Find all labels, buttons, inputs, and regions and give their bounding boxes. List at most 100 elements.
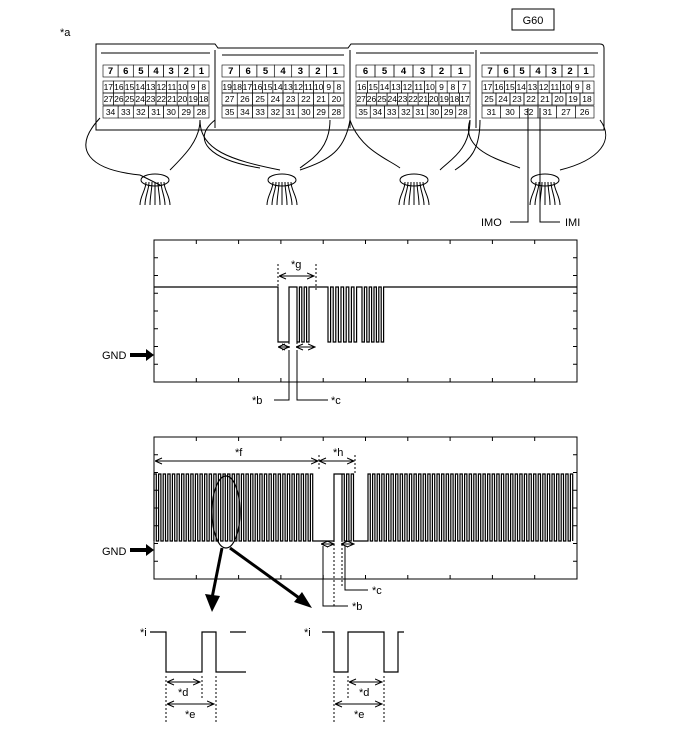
connector-pin-number: 7 bbox=[462, 82, 467, 92]
connector-pin-number: 15 bbox=[368, 82, 378, 92]
detail-right-e-label: *e bbox=[354, 709, 364, 721]
connector-pin-number: 11 bbox=[167, 82, 176, 92]
connector-pin-number: 2 bbox=[567, 66, 572, 77]
detail-left-d-label: *d bbox=[178, 687, 188, 699]
connector-pin-number: 32 bbox=[271, 107, 281, 117]
connector-pin-number: 6 bbox=[503, 66, 508, 77]
connector-pin-cell bbox=[193, 64, 210, 78]
connector-pin-number: 18 bbox=[450, 94, 460, 104]
connector-pin-number: 9 bbox=[191, 82, 196, 92]
connector-pin-number: 8 bbox=[451, 82, 456, 92]
connector-pin-cell bbox=[577, 64, 595, 78]
wire-strand bbox=[266, 181, 274, 206]
connector-pin-number: 29 bbox=[316, 107, 326, 117]
connector-pin-number: 25 bbox=[377, 94, 387, 104]
connector-pin-number: 4 bbox=[401, 66, 407, 77]
wire-strand bbox=[290, 181, 298, 206]
connector-pin-number: 21 bbox=[316, 94, 326, 104]
wire-bundles bbox=[139, 173, 561, 206]
connector-pin-number: 3 bbox=[551, 66, 556, 77]
detail-left: *i *d *e bbox=[140, 627, 246, 722]
wire-strand bbox=[529, 181, 537, 206]
connector-pin-number: 10 bbox=[425, 82, 435, 92]
connector-pin-number: 9 bbox=[439, 82, 444, 92]
connector-pin-number: 12 bbox=[403, 82, 413, 92]
connector-pin-number: 3 bbox=[420, 66, 425, 77]
wire-strand bbox=[144, 181, 150, 206]
connector-pin-number: 9 bbox=[326, 82, 331, 92]
connector-pin-number: 22 bbox=[526, 94, 536, 104]
connector-id-box: G60 bbox=[511, 8, 555, 31]
connector-pin-number: 33 bbox=[121, 107, 131, 117]
zoom-arrow-left bbox=[210, 547, 224, 599]
connector-pin-number: 2 bbox=[439, 66, 444, 77]
connector-pin-number: 1 bbox=[199, 66, 205, 77]
waveform1-grid bbox=[154, 240, 577, 382]
waveform2-b-label: *b bbox=[352, 601, 362, 613]
waveform2-gnd-label: GND bbox=[102, 546, 127, 558]
wire-strand bbox=[271, 181, 277, 206]
connector-pin-number: 6 bbox=[245, 66, 250, 77]
connector-pin-number: 4 bbox=[153, 66, 159, 77]
connector-pin-number: 26 bbox=[367, 94, 377, 104]
connector-pin-number: 22 bbox=[408, 94, 418, 104]
connector-pin-number: 7 bbox=[108, 66, 113, 77]
connector-pin-number: 13 bbox=[391, 82, 401, 92]
connector-pin-number: 19 bbox=[439, 94, 449, 104]
connector-pin-number: 31 bbox=[415, 107, 425, 117]
connector-pin-number: 1 bbox=[458, 66, 464, 77]
connector-pin-number: 6 bbox=[123, 66, 128, 77]
connector-pin-number: 28 bbox=[332, 107, 342, 117]
connector-pin-number: 14 bbox=[516, 82, 526, 92]
connector-pin-number: 23 bbox=[512, 94, 522, 104]
connector-pin-number: 25 bbox=[484, 94, 494, 104]
wire-strand bbox=[276, 181, 280, 206]
connector-pin-number: 24 bbox=[271, 94, 281, 104]
bundle-grommet bbox=[140, 173, 170, 187]
connector-pin-number: 31 bbox=[151, 107, 161, 117]
connector-pin-number: 5 bbox=[519, 66, 525, 77]
connector-pin-number: 1 bbox=[333, 66, 339, 77]
waveform1-g-label: *g bbox=[291, 259, 301, 271]
connector-pin-number: 8 bbox=[586, 82, 591, 92]
connector-pin-cell bbox=[455, 105, 471, 119]
connector-pin-number: 34 bbox=[240, 107, 250, 117]
connector-pin-number: 18 bbox=[233, 82, 243, 92]
connector-pin-number: 18 bbox=[582, 94, 592, 104]
connector-pin-number: 5 bbox=[138, 66, 144, 77]
connector-pin-cell bbox=[579, 92, 595, 106]
wire-strand bbox=[160, 181, 166, 206]
wire-strand bbox=[550, 181, 556, 206]
detail-right-d-label: *d bbox=[359, 687, 369, 699]
connector-pin-number: 20 bbox=[178, 94, 188, 104]
connector-pin-cell bbox=[575, 105, 595, 119]
connector-pin-number: 19 bbox=[188, 94, 198, 104]
connector-pin-number: 34 bbox=[106, 107, 116, 117]
wire-strand bbox=[408, 181, 412, 206]
connector-pin-number: 10 bbox=[561, 82, 571, 92]
waveform2-zoom-ellipse bbox=[211, 475, 241, 549]
connector-pin-number: 24 bbox=[388, 94, 398, 104]
connector-pin-number: 11 bbox=[304, 82, 313, 92]
connector-pin-number: 17 bbox=[104, 82, 114, 92]
connector-pin-number: 24 bbox=[498, 94, 508, 104]
connector-pin-number: 20 bbox=[332, 94, 342, 104]
waveform2-f-label: *f bbox=[235, 447, 243, 459]
connector-pin-number: 30 bbox=[166, 107, 176, 117]
waveform1-b-label: *b bbox=[252, 395, 262, 407]
waveform1-gnd-arrowhead bbox=[146, 349, 154, 361]
connector-pin-number: 34 bbox=[373, 107, 383, 117]
connector-pin-number: 17 bbox=[243, 82, 253, 92]
connector-pin-cell bbox=[198, 92, 210, 106]
connector-pin-number: 26 bbox=[240, 94, 250, 104]
connector-id: G60 bbox=[523, 15, 544, 27]
connector-pin-number: 29 bbox=[182, 107, 192, 117]
bundle-grommet bbox=[399, 173, 429, 187]
connector-pin-number: 35 bbox=[358, 107, 368, 117]
connector-pin-number: 16 bbox=[494, 82, 504, 92]
connector-pin-number: 3 bbox=[298, 66, 303, 77]
bundle-grommet bbox=[530, 173, 560, 187]
connector-pin-number: 22 bbox=[157, 94, 167, 104]
